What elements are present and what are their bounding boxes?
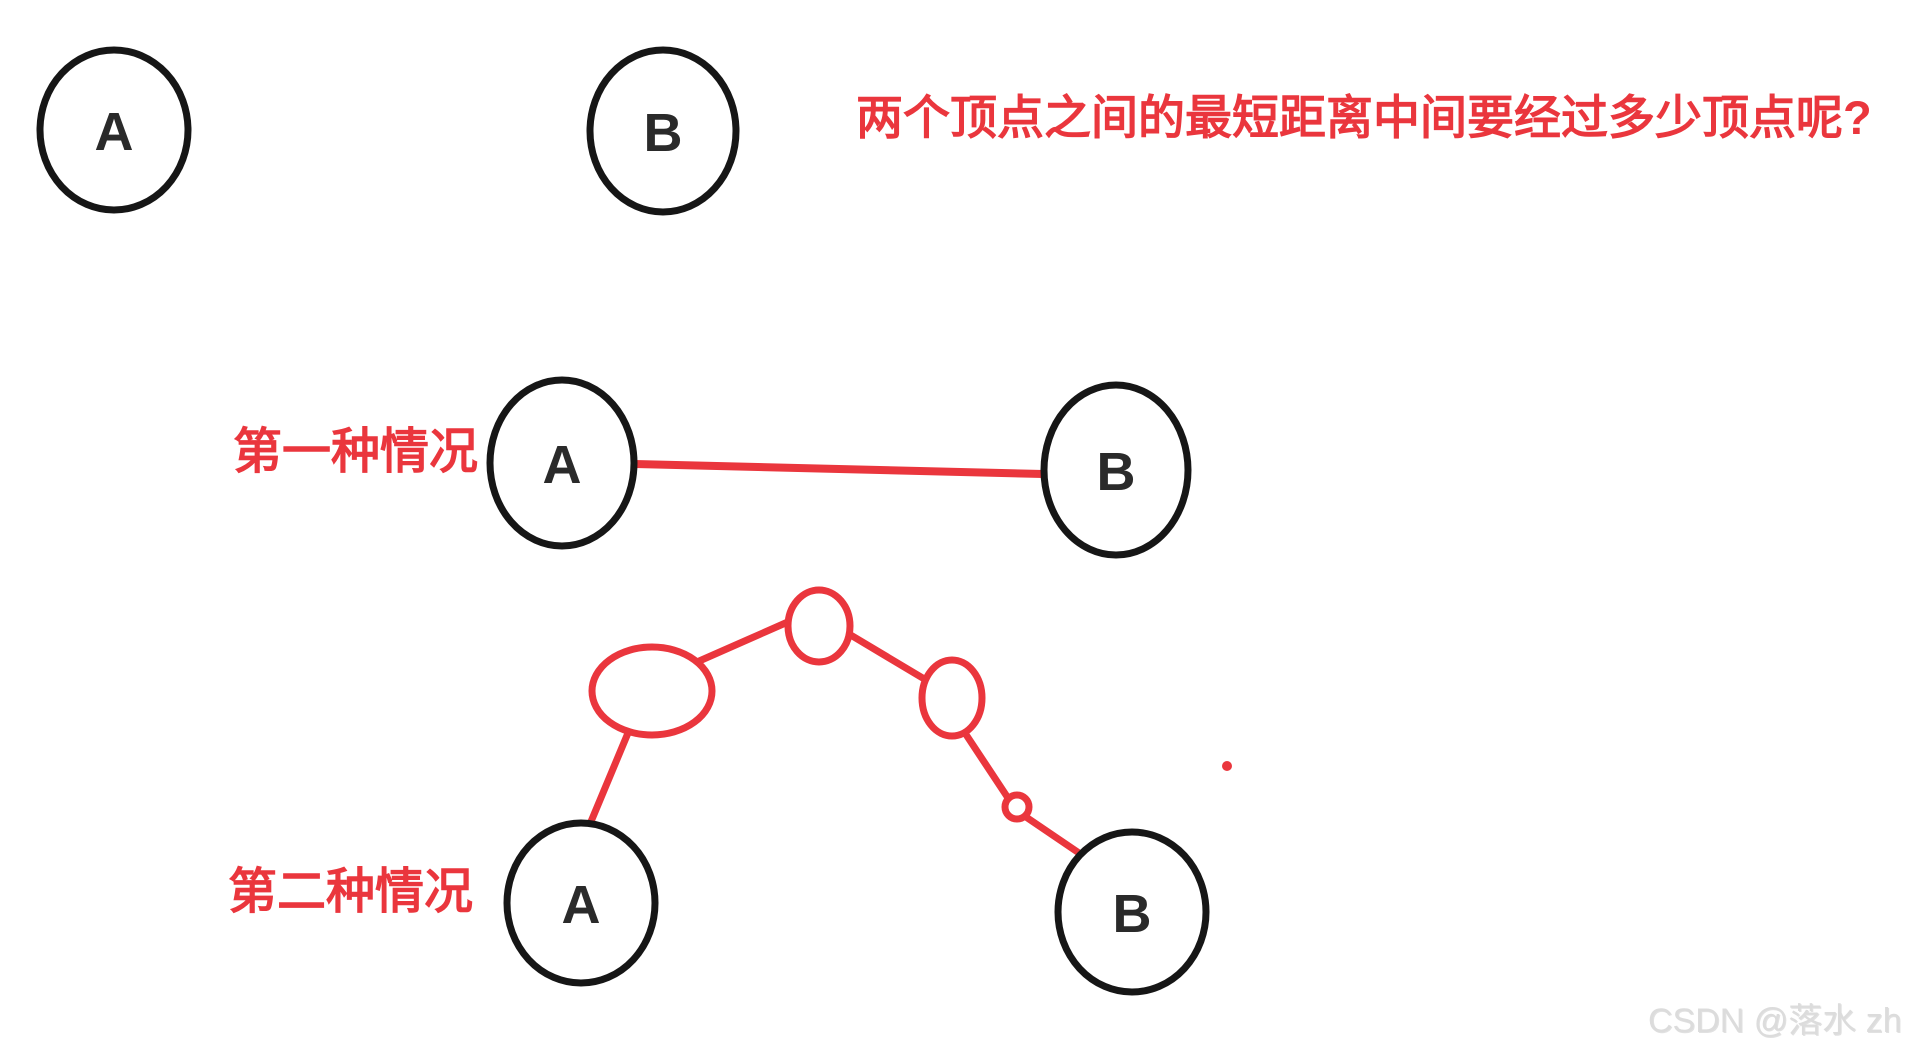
intermediate-node-mid-right xyxy=(918,656,986,740)
stray-pen-dot xyxy=(1222,761,1232,771)
vertex-circle-top-b xyxy=(586,46,740,216)
vertex-circle-case2-a xyxy=(503,819,659,987)
vertex-circle-top-a xyxy=(36,46,192,214)
vertex-label-case2-b: B xyxy=(1113,884,1152,944)
edge-case2-large-to-top xyxy=(693,617,794,666)
intermediate-node-mid-tiny xyxy=(1001,791,1033,823)
edge-case2-top-to-right xyxy=(845,630,930,684)
vertex-circle-case2-b xyxy=(1054,828,1210,996)
vertex-circle-case1-a xyxy=(486,376,638,550)
vertex-label-case1-b: B xyxy=(1097,442,1136,502)
edge-case1-direct xyxy=(630,460,1047,478)
vertex-label-top-a: A xyxy=(95,102,134,162)
vertex-label-top-b: B xyxy=(644,103,683,163)
edge-case2-tiny-to-b xyxy=(1022,813,1083,857)
csdn-watermark: CSDN @落水 zh xyxy=(1648,1002,1902,1040)
vertex-label-case1-a: A xyxy=(543,435,582,495)
question-title: 两个顶点之间的最短距离中间要经过多少顶点呢? xyxy=(856,91,1872,144)
edge-case2-right-to-tiny xyxy=(961,729,1012,802)
intermediate-node-mid-top xyxy=(784,586,854,666)
case2-label: 第二种情况 xyxy=(228,865,474,919)
case1-label: 第一种情况 xyxy=(233,425,479,479)
vertex-circle-case1-b xyxy=(1040,381,1192,559)
edge-case2-a-to-large xyxy=(586,729,632,828)
intermediate-node-mid-large xyxy=(588,643,716,739)
vertex-label-case2-a: A xyxy=(562,875,601,935)
